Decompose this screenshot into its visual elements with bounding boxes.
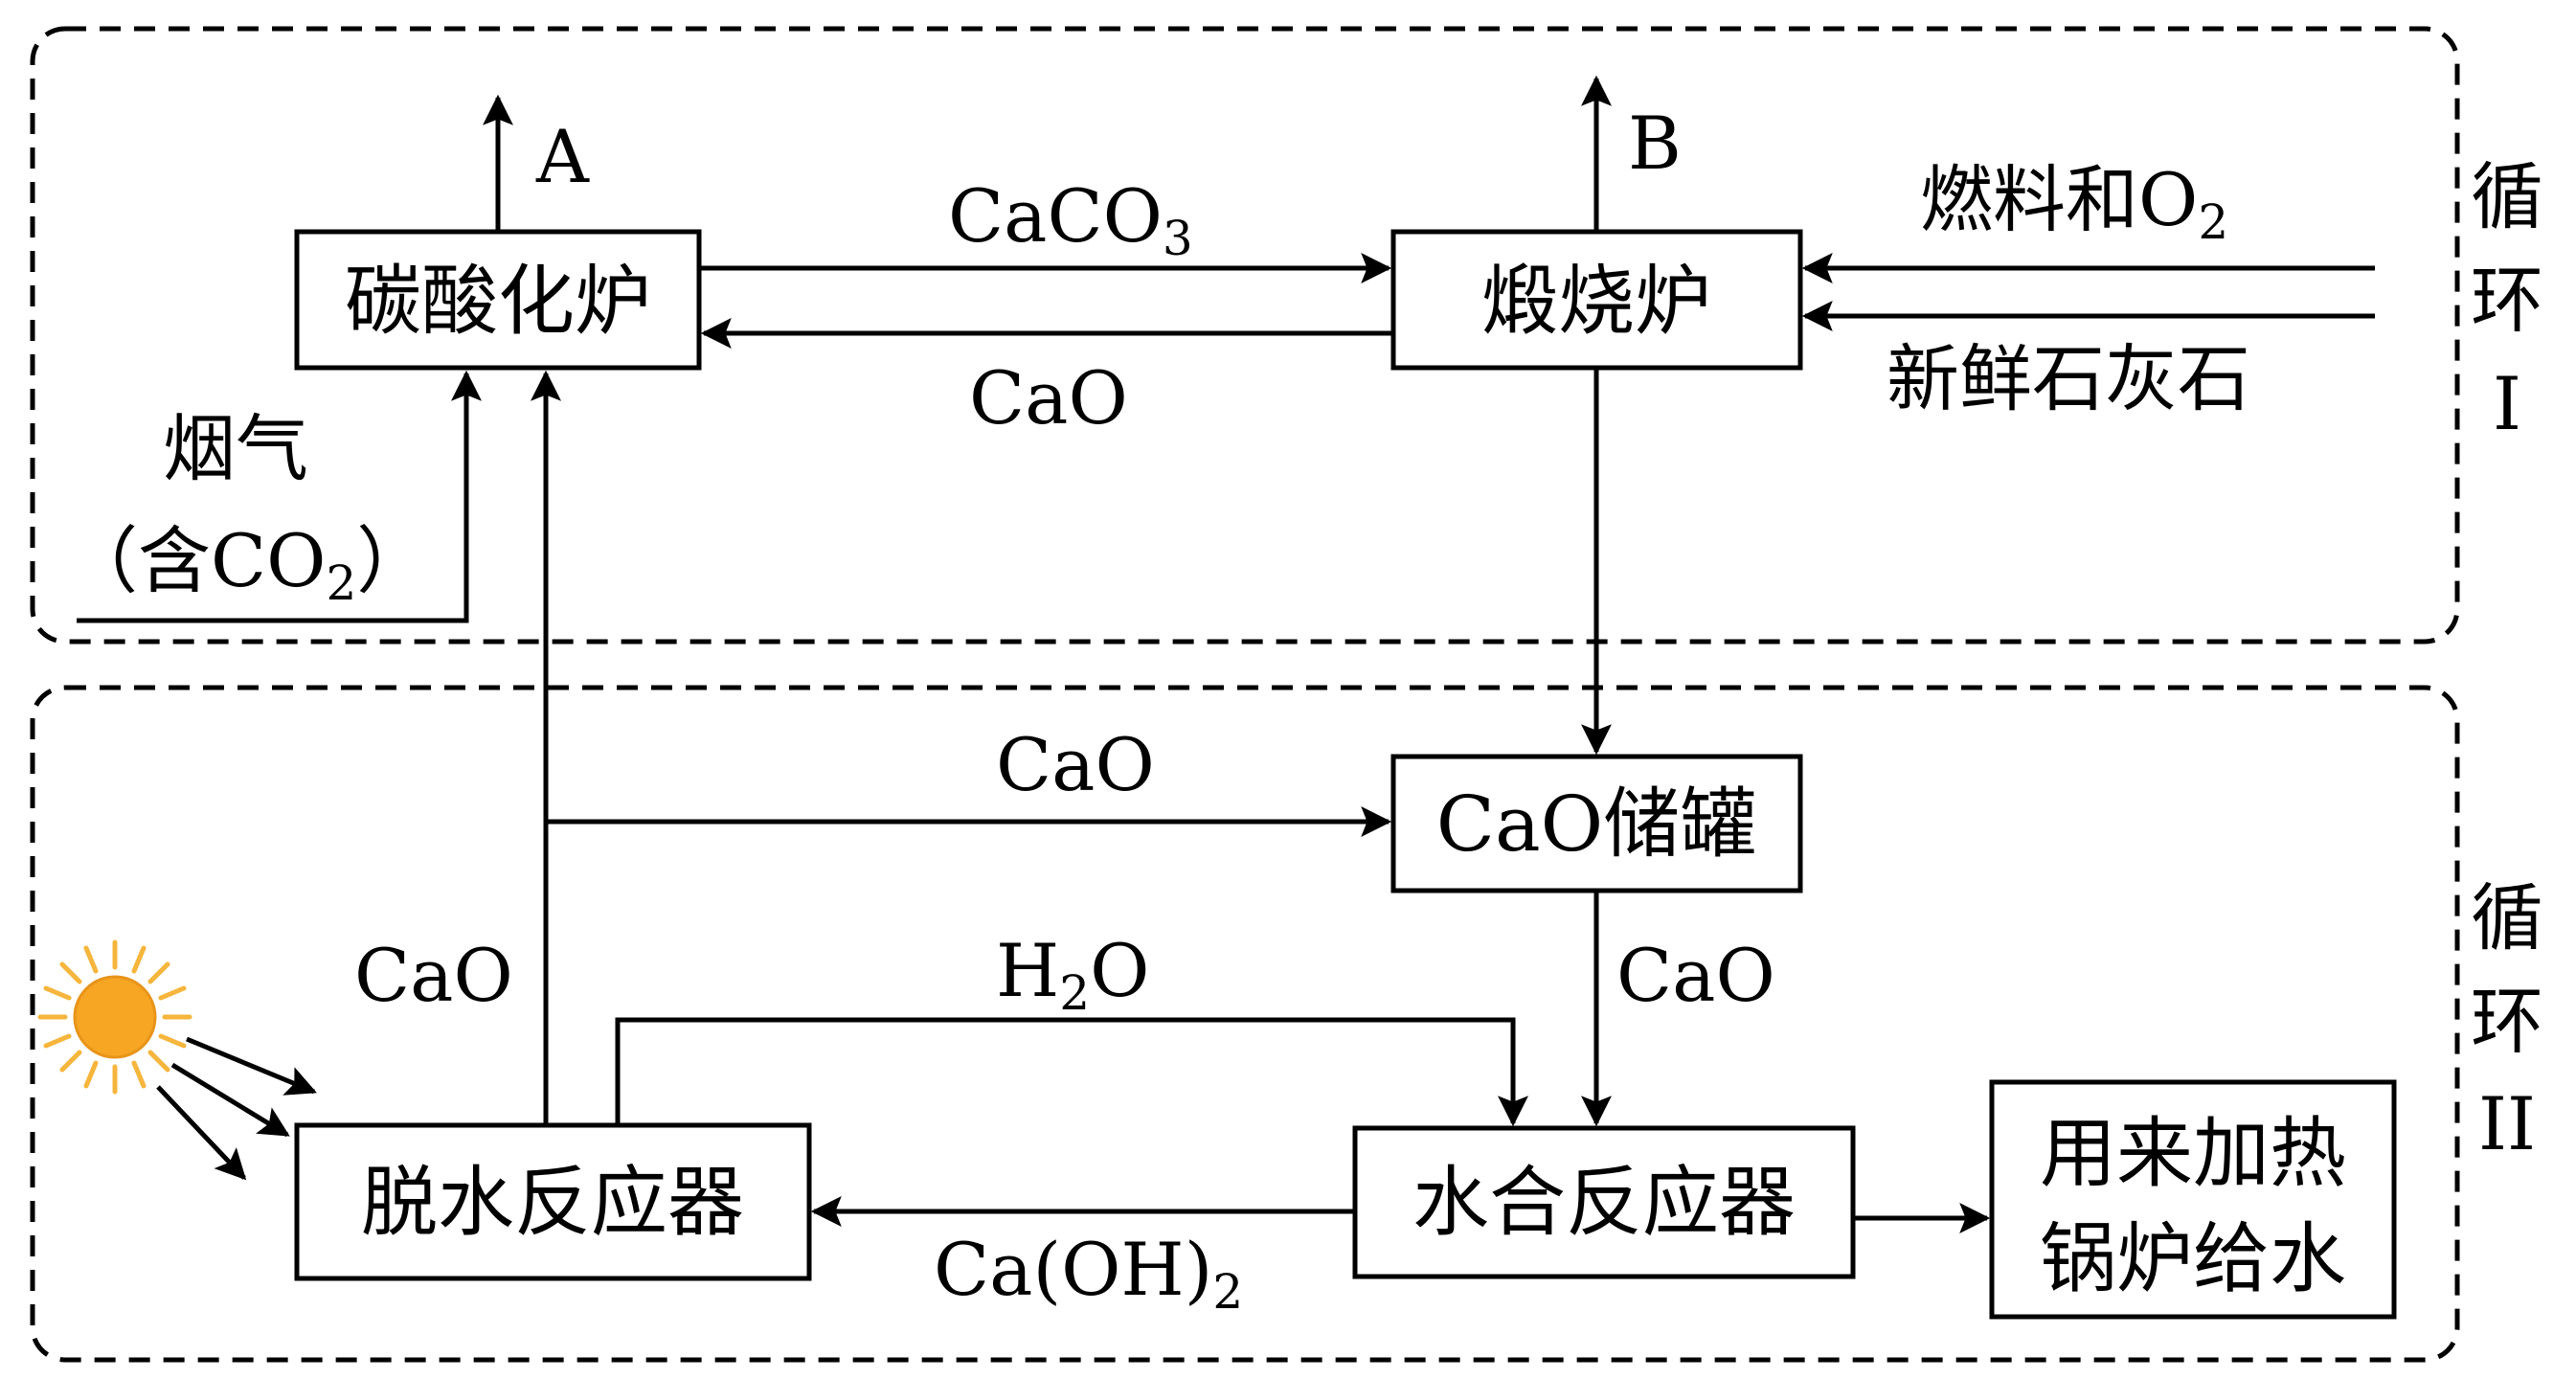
label-outlet-a: A xyxy=(535,114,590,199)
label-cao-to-storage: CaO xyxy=(996,722,1155,807)
cao-storage-box: CaO储罐 xyxy=(1390,754,1803,893)
label-cao-up: CaO xyxy=(354,933,513,1018)
calciner-box: 煅烧炉 xyxy=(1390,229,1803,371)
cao-storage-label: CaO储罐 xyxy=(1436,780,1757,869)
label-caco3: CaCO3 xyxy=(948,173,1193,266)
cycle-2-char-1: 循 xyxy=(2471,875,2543,961)
hydration-reactor-box: 水合反应器 xyxy=(1352,1125,1856,1279)
label-limestone: 新鲜石灰石 xyxy=(1887,336,2250,421)
calciner-label: 煅烧炉 xyxy=(1481,257,1711,346)
cycle-1-char-2: 环 xyxy=(2471,258,2543,343)
carbonation-furnace-label: 碳酸化炉 xyxy=(345,257,651,346)
cycle-1-char-3: I xyxy=(2493,361,2521,446)
label-fuel-o2: 燃料和O2 xyxy=(1920,157,2228,250)
label-outlet-b: B xyxy=(1628,101,1682,186)
dehydration-reactor-label: 脱水反应器 xyxy=(361,1158,744,1247)
label-flue-gas-line1: 烟气 xyxy=(163,406,308,491)
label-flue-gas-line2: （含CO2） xyxy=(65,518,429,611)
boiler-line2: 锅炉给水 xyxy=(2040,1214,2346,1303)
cycle-1-char-1: 循 xyxy=(2471,154,2543,239)
carbonation-furnace-box: 碳酸化炉 xyxy=(294,229,702,371)
cycle-1-region xyxy=(30,26,2460,644)
sun-icon xyxy=(37,939,192,1095)
boiler-line1: 用来加热 xyxy=(2040,1109,2346,1198)
sunlight-arrows xyxy=(156,1036,317,1181)
arrow-h2o xyxy=(615,1017,1528,1127)
cycle-2-region xyxy=(30,685,2460,1363)
label-cao-return: CaO xyxy=(969,355,1128,441)
hydration-reactor-label: 水合反应器 xyxy=(1412,1158,1796,1247)
flow-lines xyxy=(77,75,2375,1233)
cycle-1-label: 循 环 I xyxy=(2471,154,2543,446)
cycle-2-char-2: 环 xyxy=(2471,979,2543,1064)
arrow-flue-gas xyxy=(77,370,482,623)
cycle-2-char-3: II xyxy=(2478,1081,2536,1166)
boiler-feedwater-box: 用来加热 锅炉给水 xyxy=(1989,1079,2397,1320)
label-h2o: H2O xyxy=(996,928,1149,1021)
cycle-2-label: 循 环 II xyxy=(2471,875,2543,1166)
label-cao-down: CaO xyxy=(1616,933,1775,1018)
label-caoh2: Ca(OH)2 xyxy=(934,1227,1243,1320)
dehydration-reactor-box: 脱水反应器 xyxy=(294,1122,812,1281)
